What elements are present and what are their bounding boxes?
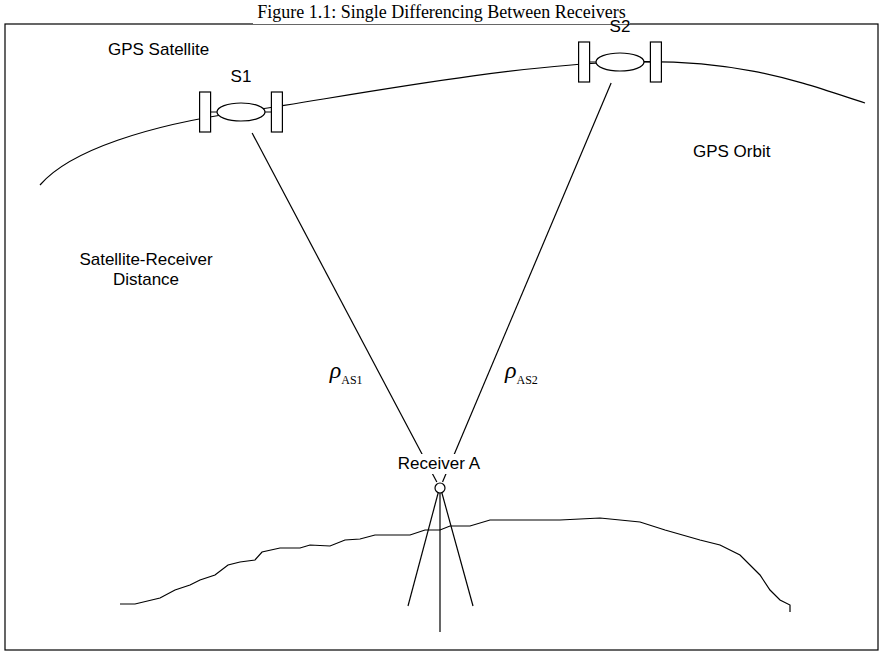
orbit-curve [40,62,865,185]
distance-symbol: ρAS1 [328,358,365,386]
satellite-name: S1 [231,67,252,87]
distance-line [252,133,437,482]
tripod-symbol [408,486,473,632]
receiver-symbol [434,482,446,494]
figure-title: Figure 1.1: Single Differencing Between … [253,2,630,24]
satellite-symbol [199,91,283,133]
distance-caption: Satellite-Receiver Distance [68,250,224,291]
orbit-name: GPS Orbit [693,142,770,162]
satellite-symbol [578,41,662,83]
distance-line [443,83,612,482]
satellite-node: S2 [578,41,662,83]
satellite-node: S1 [199,91,283,133]
frame-border [5,24,878,650]
receiver-name: Receiver A [396,454,482,474]
satellite-caption: GPS Satellite [108,40,209,60]
receiver-node: Receiver A [434,482,446,494]
terrain-line [120,518,790,612]
distance-symbol: ρAS2 [503,358,540,386]
satellite-name: S2 [610,17,631,37]
